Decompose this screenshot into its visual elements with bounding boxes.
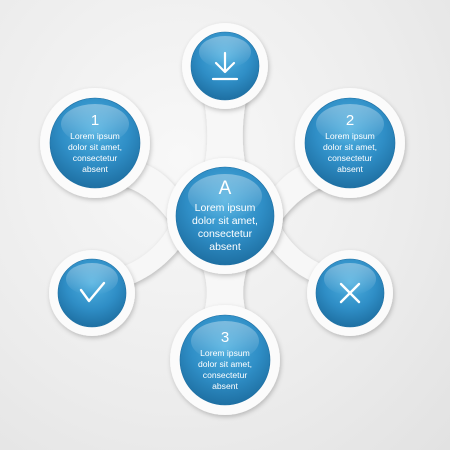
connector-left [118, 225, 182, 285]
gloss-one [61, 104, 129, 144]
gloss-left [66, 263, 118, 295]
gloss-center [188, 174, 262, 218]
gloss-right [324, 263, 376, 295]
gloss-two [316, 104, 384, 144]
gloss-group [61, 36, 384, 361]
checkmark-icon [79, 281, 106, 303]
connector-top [200, 95, 250, 180]
download-icon [211, 51, 239, 81]
close-icon [339, 282, 361, 304]
gloss-three [191, 321, 259, 361]
